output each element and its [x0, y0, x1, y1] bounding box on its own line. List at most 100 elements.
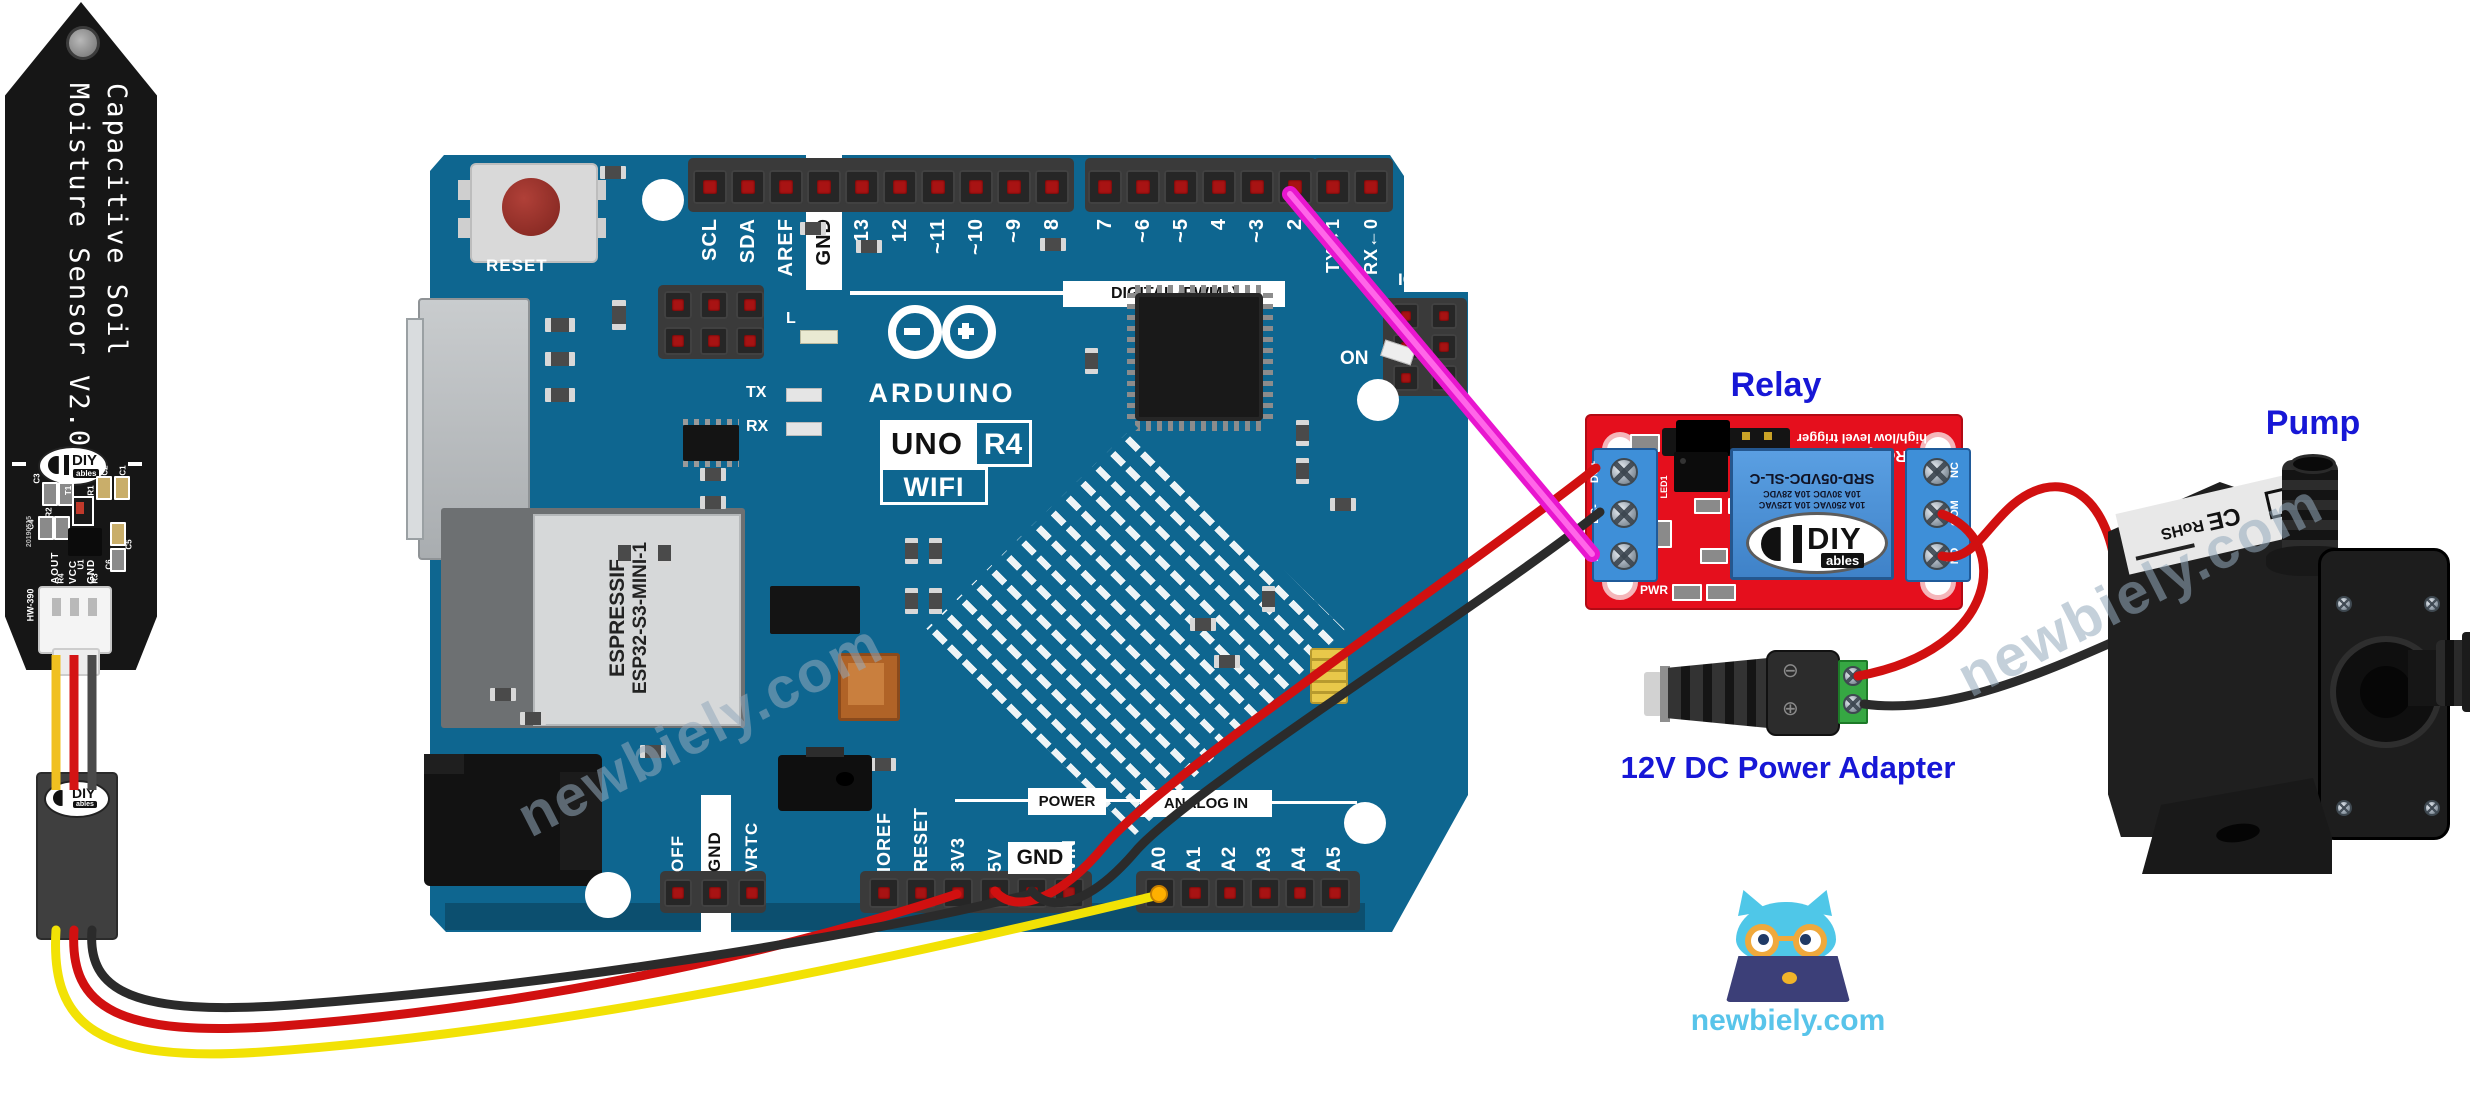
- relay-title: Relay: [1730, 366, 1822, 404]
- pin-a0[interactable]: [1145, 878, 1175, 908]
- header-pin[interactable]: [664, 327, 692, 355]
- smd: [520, 712, 546, 725]
- pin-10[interactable]: [959, 170, 993, 204]
- terminal-screw[interactable]: [1923, 500, 1951, 528]
- ic-chip: [770, 586, 860, 634]
- jst-slot: [70, 598, 79, 616]
- arduino-model: UNO: [880, 420, 974, 467]
- arduino-revision: R4: [974, 420, 1032, 467]
- pin-3[interactable]: [1240, 170, 1274, 204]
- pin-5[interactable]: [1164, 170, 1198, 204]
- aux-pin[interactable]: [664, 879, 692, 907]
- pin-scl[interactable]: [693, 170, 727, 204]
- terminal-label-in: IN: [1589, 550, 1601, 562]
- aux-pin[interactable]: [738, 879, 766, 907]
- jst-latch: [52, 648, 100, 676]
- pin-7[interactable]: [1088, 170, 1122, 204]
- barrel-plug-tip: [1644, 672, 1662, 716]
- terminal-screw[interactable]: [1610, 500, 1638, 528]
- smd: [600, 166, 626, 179]
- pin-3v3[interactable]: [943, 878, 973, 908]
- pin-a1[interactable]: [1180, 878, 1210, 908]
- pin-a4[interactable]: [1285, 878, 1315, 908]
- pin-11[interactable]: [921, 170, 955, 204]
- terminal-screw[interactable]: [1610, 542, 1638, 570]
- pin-aref[interactable]: [769, 170, 803, 204]
- terminal-label-no: NO: [1949, 547, 1961, 565]
- pin-a3[interactable]: [1250, 878, 1280, 908]
- header-pin[interactable]: [736, 327, 764, 355]
- regulator: [778, 755, 872, 811]
- icsp-pin[interactable]: [1431, 303, 1457, 329]
- pin-4[interactable]: [1202, 170, 1236, 204]
- part-label: T1: [64, 485, 74, 496]
- sensor-pin-label-vcc: VCC: [68, 559, 79, 584]
- aux-pin[interactable]: [701, 879, 729, 907]
- pin-label: RESET: [911, 806, 931, 872]
- icsp-pin[interactable]: [1393, 303, 1419, 329]
- pin-0-rx[interactable]: [1354, 170, 1388, 204]
- diy-text: DIY: [72, 785, 96, 801]
- pin-6[interactable]: [1126, 170, 1160, 204]
- barrel-plug-ribbed: [1668, 658, 1768, 728]
- terminal-screw[interactable]: [1923, 542, 1951, 570]
- jumper-cap[interactable]: [1676, 420, 1730, 456]
- logo-minus: [904, 328, 920, 335]
- section-line: [955, 799, 1028, 802]
- pin-9[interactable]: [997, 170, 1031, 204]
- pin-a2[interactable]: [1215, 878, 1245, 908]
- icsp-pin[interactable]: [1393, 365, 1419, 391]
- owl-eye-icon: [1800, 934, 1811, 945]
- header-pin[interactable]: [700, 291, 728, 319]
- pin-2[interactable]: [1278, 170, 1312, 204]
- pin-a5[interactable]: [1320, 878, 1350, 908]
- pin-8[interactable]: [1035, 170, 1069, 204]
- pin-5v[interactable]: [980, 878, 1010, 908]
- power-jack-face: [424, 754, 464, 774]
- pin-gnd-top[interactable]: [807, 170, 841, 204]
- terminal-screw[interactable]: [1843, 666, 1863, 686]
- icsp-pin[interactable]: [1431, 334, 1457, 360]
- terminal-screw[interactable]: [1610, 458, 1638, 486]
- smd: [1040, 238, 1066, 251]
- smd: [1296, 458, 1309, 484]
- smd: [905, 588, 918, 614]
- resistor: [1672, 584, 1702, 601]
- capacitor: [110, 522, 126, 546]
- reset-button-cap[interactable]: [502, 178, 560, 236]
- capacitor: [114, 476, 130, 500]
- mount-hole: [585, 872, 631, 918]
- pin-sda[interactable]: [731, 170, 765, 204]
- header-pin[interactable]: [736, 291, 764, 319]
- terminal-screw[interactable]: [1843, 694, 1863, 714]
- terminal-screw[interactable]: [1923, 458, 1951, 486]
- owl-logo: newbiely.com: [1691, 880, 1890, 1050]
- pin-13[interactable]: [845, 170, 879, 204]
- diyables-glyph-icon: [1761, 527, 1781, 561]
- soic-pins: [683, 461, 739, 467]
- owl-glasses-icon: [1793, 924, 1827, 958]
- led1-label: LED1: [1659, 475, 1669, 499]
- pin-reset[interactable]: [906, 878, 936, 908]
- pin-label: A5: [1324, 845, 1345, 872]
- qfp-pins: [1263, 293, 1273, 421]
- pin-12[interactable]: [883, 170, 917, 204]
- owl-glasses-bridge: [1777, 936, 1795, 941]
- part-label: C5: [124, 539, 134, 550]
- ables-text: ables: [1821, 553, 1865, 568]
- relay-block-text: 10A 250VAC 10A 125VAC 10A 30VDC 10A 28VD…: [1734, 452, 1890, 511]
- pin-vin[interactable]: [1054, 878, 1084, 908]
- mount-hole: [1357, 379, 1399, 421]
- soic-chip: [683, 425, 739, 461]
- header-pin[interactable]: [664, 291, 692, 319]
- pin-ioref[interactable]: [869, 878, 899, 908]
- qfp-pins: [1135, 421, 1263, 431]
- diy-text: DIY: [1807, 521, 1862, 556]
- qfp-pins: [1127, 293, 1137, 421]
- header-pin[interactable]: [700, 327, 728, 355]
- icsp-pin[interactable]: [1431, 365, 1457, 391]
- pin-gnd-power[interactable]: [1017, 878, 1047, 908]
- pin-1-tx[interactable]: [1316, 170, 1350, 204]
- site-name[interactable]: newbiely.com: [1690, 1004, 1886, 1037]
- smd: [856, 240, 882, 253]
